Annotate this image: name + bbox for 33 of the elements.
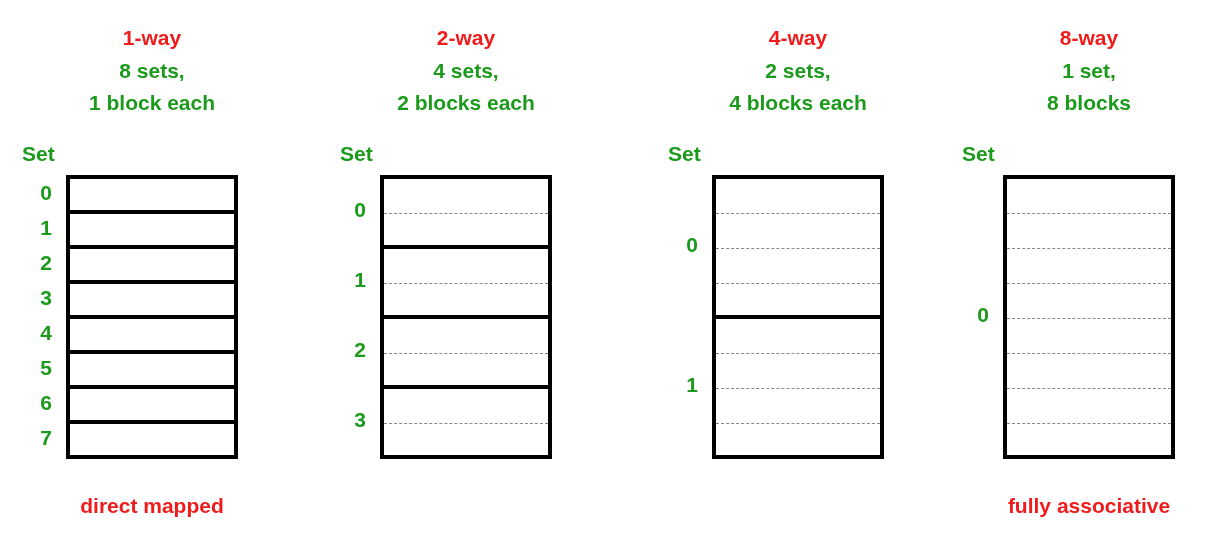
associativity-heading: 8-way [1058, 26, 1120, 50]
associativity-heading: 4-way [767, 26, 829, 50]
set-header: Set [22, 142, 55, 166]
set-number: 3 [39, 285, 53, 310]
set-number: 6 [39, 390, 53, 415]
set-number: 0 [39, 180, 53, 205]
set-number: 0 [976, 303, 990, 327]
set-number: 1 [685, 373, 699, 397]
set-number: 5 [39, 355, 53, 380]
set-number: 7 [39, 425, 53, 450]
set-number: 4 [39, 320, 53, 345]
cache-box [712, 175, 884, 459]
set-number: 2 [39, 250, 53, 275]
set-number: 1 [39, 215, 53, 240]
caption: fully associative [1006, 494, 1172, 518]
set-description: 1 set, 8 blocks [1045, 58, 1132, 116]
cache-box [380, 175, 552, 459]
cache-box [66, 175, 238, 459]
set-header: Set [668, 142, 701, 166]
associativity-heading: 1-way [121, 26, 183, 50]
set-description: 2 sets, 4 blocks each [728, 58, 868, 116]
set-number: 0 [353, 198, 367, 222]
set-header: Set [340, 142, 373, 166]
set-number: 1 [353, 268, 367, 292]
associativity-heading: 2-way [435, 26, 497, 50]
set-number: 2 [353, 338, 367, 362]
set-number: 3 [353, 408, 367, 432]
cache-box [1003, 175, 1175, 459]
set-description: 8 sets, 1 block each [87, 58, 217, 116]
set-number: 0 [685, 233, 699, 257]
set-description: 4 sets, 2 blocks each [396, 58, 536, 116]
set-header: Set [962, 142, 995, 166]
caption: direct mapped [79, 494, 225, 518]
